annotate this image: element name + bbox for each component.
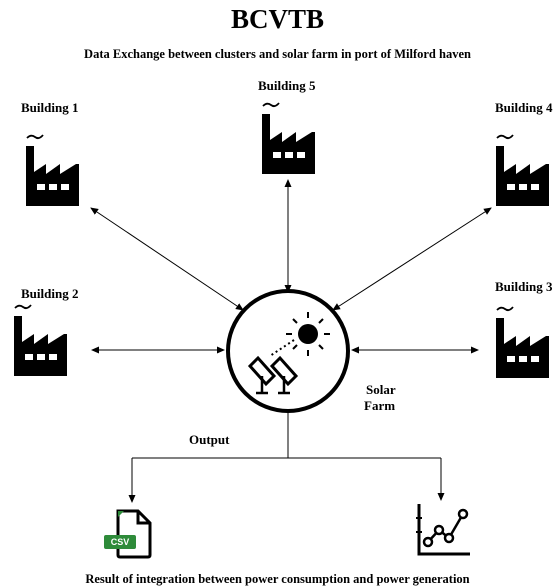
arrow-building-1	[90, 207, 244, 311]
factory-icon	[496, 134, 549, 206]
solar-label-line2: Farm	[364, 398, 396, 413]
output-label: Output	[189, 432, 230, 447]
factory-icon	[26, 134, 79, 206]
arrow-building-4	[332, 207, 492, 311]
factory-icon	[496, 306, 549, 378]
building-4-label: Building 4	[495, 100, 553, 115]
csv-badge-text: CSV	[110, 537, 130, 547]
factory-icon	[14, 304, 67, 376]
building-1-label: Building 1	[21, 100, 79, 115]
solar-label-line1: Solar	[366, 382, 396, 397]
diagram-subtitle: Data Exchange between clusters and solar…	[84, 47, 471, 61]
building-5-label: Building 5	[258, 78, 316, 93]
factory-icon	[262, 102, 315, 174]
diagram-title: BCVTB	[230, 4, 325, 34]
building-3-label: Building 3	[495, 279, 553, 294]
csv-file-icon: CSV	[100, 505, 156, 561]
solar-farm-icon	[226, 289, 350, 413]
diagram-caption: Result of integration between power cons…	[85, 572, 470, 586]
building-2-label: Building 2	[21, 286, 79, 301]
line-chart-icon	[416, 504, 470, 556]
